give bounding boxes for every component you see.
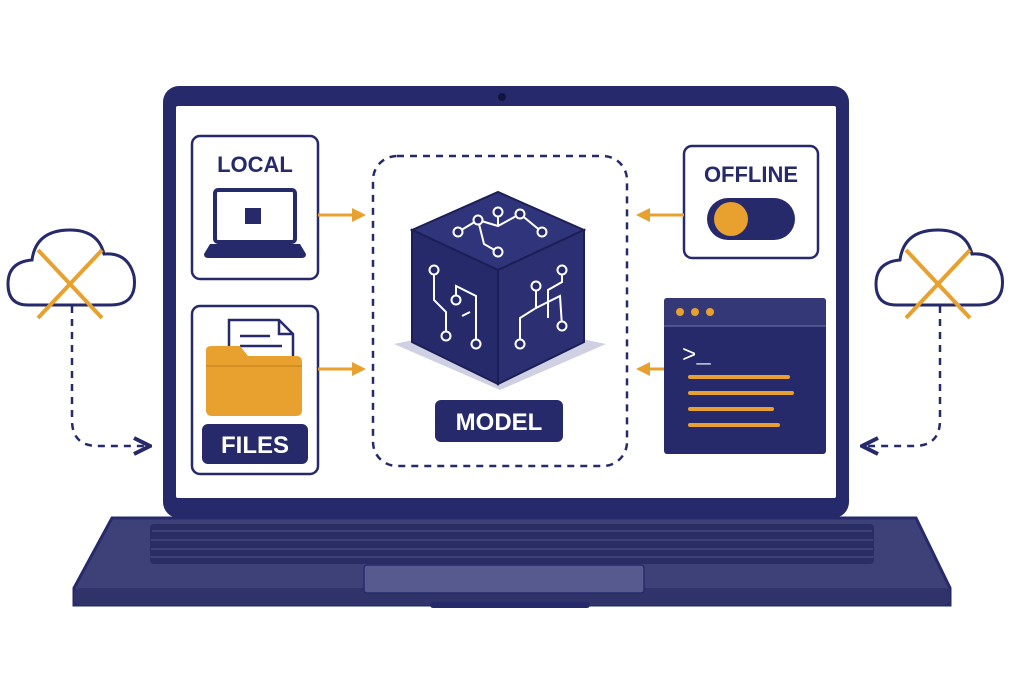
folder-icon	[206, 346, 302, 416]
window-dot-2	[691, 308, 699, 316]
model-label: MODEL	[456, 409, 543, 436]
left-disconnected-path	[70, 306, 148, 446]
model-label-pill	[435, 400, 563, 442]
files-label: FILES	[221, 432, 289, 459]
toggle-knob	[714, 202, 748, 236]
left-cloud-crossed-icon	[6, 228, 148, 446]
files-label-pill	[202, 424, 308, 464]
arrow-terminal-to-model	[636, 362, 664, 376]
arrow-local-to-model	[318, 208, 366, 222]
webcam	[498, 93, 506, 101]
window-dot-3	[706, 308, 714, 316]
local-card: LOCAL	[190, 134, 320, 281]
arrows-into-model	[318, 208, 684, 376]
laptop-icon	[204, 188, 306, 258]
local-label: LOCAL	[217, 152, 293, 177]
right-disconnected-path	[864, 306, 942, 446]
arrow-offline-to-model	[636, 208, 684, 222]
terminal-prompt: >_	[682, 343, 711, 370]
arrow-files-to-model	[318, 362, 366, 376]
keyboard	[150, 524, 874, 564]
terminal-window: >_	[664, 298, 826, 454]
right-cloud-crossed-icon	[864, 228, 1004, 446]
terminal-lines	[688, 375, 794, 427]
files-card: FILES	[190, 304, 320, 476]
offline-label: OFFLINE	[704, 162, 798, 187]
laptop-base	[72, 516, 952, 608]
window-dot-1	[676, 308, 684, 316]
circuit-cube-icon	[394, 190, 606, 390]
toggle-switch-icon[interactable]	[707, 198, 795, 240]
offline-card: OFFLINE	[682, 144, 820, 260]
trackpad[interactable]	[363, 564, 645, 594]
